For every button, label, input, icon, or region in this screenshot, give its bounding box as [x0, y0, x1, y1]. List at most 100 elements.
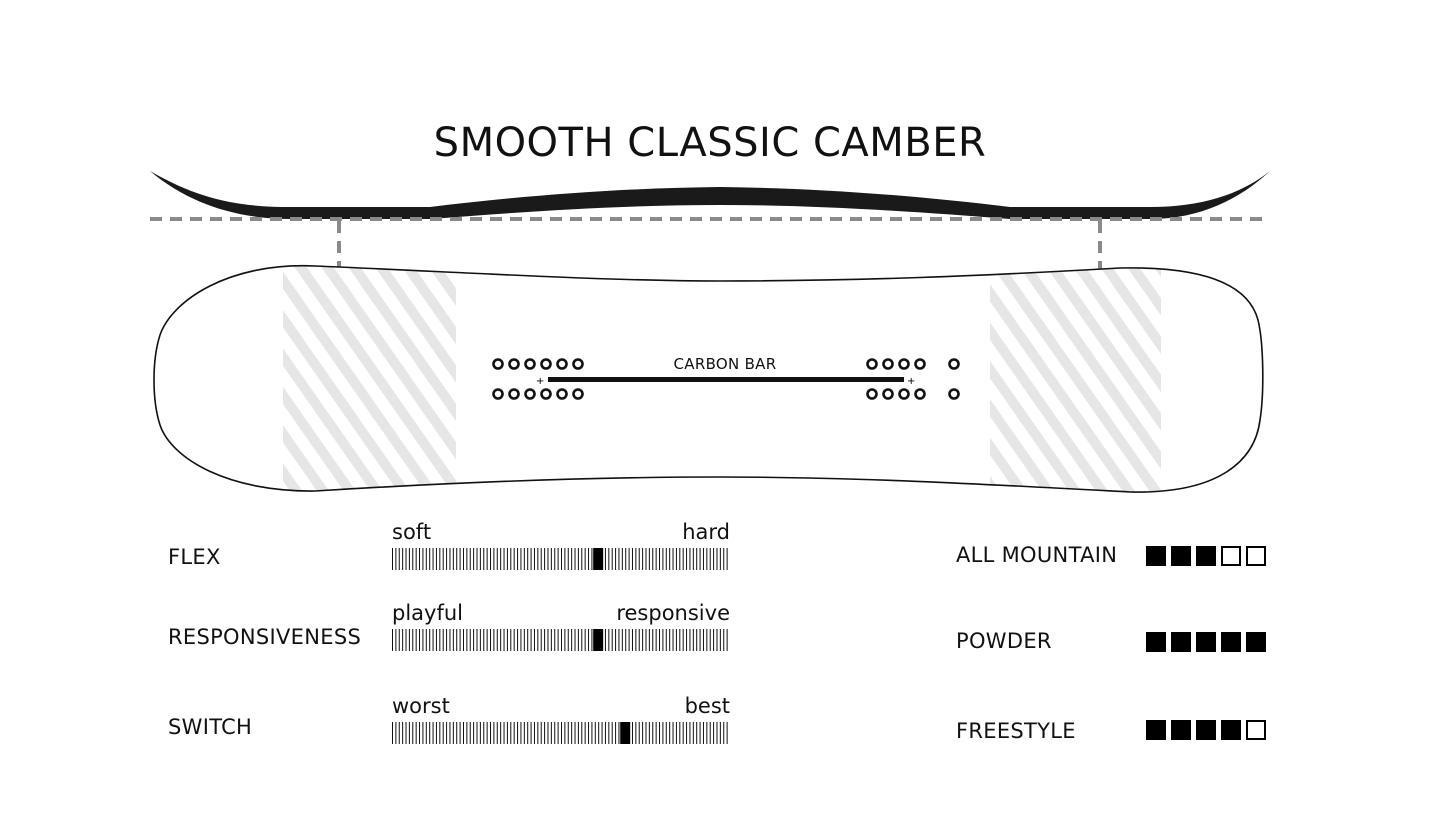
scale-tick	[537, 548, 539, 570]
scale-tick	[648, 548, 650, 570]
scale-tick	[466, 722, 468, 744]
filled-box	[1171, 546, 1191, 566]
scale-tick	[645, 629, 647, 651]
carbon-bar-label: CARBON BAR	[673, 355, 777, 373]
scale-tick	[432, 722, 434, 744]
scale-tick	[574, 548, 576, 570]
scale-tick	[415, 722, 417, 744]
scale-tick	[621, 548, 623, 570]
scale-tick	[496, 629, 498, 651]
filled-box	[1171, 720, 1191, 740]
scale-tick	[638, 629, 640, 651]
insert-hole	[898, 388, 910, 400]
scale-tick	[408, 548, 410, 570]
scale-tick	[689, 629, 691, 651]
scale-tick	[547, 722, 549, 744]
scale-tick	[503, 548, 505, 570]
scale-tick	[557, 548, 559, 570]
scale-tick	[429, 548, 431, 570]
usage-label-powder: POWDER	[956, 629, 1052, 653]
scale-tick	[669, 548, 671, 570]
scale-tick	[699, 629, 701, 651]
filled-box	[1171, 632, 1191, 652]
scale-tick	[459, 722, 461, 744]
scale-tick	[706, 722, 708, 744]
scale-tick	[483, 722, 485, 744]
filled-box	[1146, 720, 1166, 740]
insert-hole	[898, 358, 910, 370]
carbon-bar	[548, 377, 904, 382]
scale-tick	[652, 548, 654, 570]
scale-tick	[574, 722, 576, 744]
empty-box	[1246, 720, 1266, 740]
scale-tick	[557, 722, 559, 744]
scale-tick	[415, 629, 417, 651]
scale-tick	[686, 722, 688, 744]
scale-tick	[604, 548, 606, 570]
scale-tick	[719, 722, 721, 744]
scale-tick	[435, 722, 437, 744]
scale-tick	[665, 548, 667, 570]
scale-tick	[561, 548, 562, 570]
responsiveness-ticks	[392, 629, 728, 651]
scale-tick	[571, 629, 573, 651]
scale-tick	[530, 548, 532, 570]
insert-hole	[572, 388, 584, 400]
scale-tick	[702, 722, 704, 744]
scale-tick	[554, 629, 556, 651]
scale-tick	[550, 629, 552, 651]
scale-tick	[419, 722, 421, 744]
scale-tick	[723, 722, 725, 744]
scale-tick	[473, 629, 475, 651]
scale-tick	[699, 548, 701, 570]
scale-tick	[500, 722, 502, 744]
scale-tick	[533, 629, 535, 651]
camber-profile	[150, 171, 1270, 219]
scale-tick	[642, 629, 644, 651]
freestyle-rating	[1146, 720, 1266, 740]
scale-tick	[689, 722, 691, 744]
binding-inserts	[492, 358, 960, 400]
powder-rating	[1146, 632, 1266, 652]
scale-tick	[584, 629, 586, 651]
scale-tick	[449, 629, 451, 651]
scale-tick	[669, 629, 671, 651]
scale-tick	[655, 722, 657, 744]
scale-tick	[652, 629, 654, 651]
scale-tick	[615, 629, 617, 651]
scale-tick	[419, 548, 421, 570]
switch-scale-high: best	[684, 694, 730, 718]
scale-tick	[713, 722, 715, 744]
scale-tick	[486, 722, 488, 744]
scale-tick	[621, 629, 623, 651]
scale-tick	[726, 548, 728, 570]
scale-tick	[506, 722, 508, 744]
scale-tick	[618, 722, 620, 744]
insert-hole	[540, 388, 552, 400]
scale-tick	[679, 722, 681, 744]
scale-tick	[702, 629, 704, 651]
scale-tick	[723, 548, 725, 570]
scale-marker	[593, 548, 604, 570]
scale-tick	[442, 629, 444, 651]
scale-tick	[682, 722, 684, 744]
scale-tick	[577, 722, 579, 744]
scale-tick	[726, 722, 728, 744]
scale-marker	[593, 629, 604, 651]
scale-tick	[490, 629, 492, 651]
scale-tick	[665, 722, 667, 744]
scale-tick	[476, 629, 478, 651]
scale-tick	[510, 722, 512, 744]
scale-tick	[425, 629, 427, 651]
scale-tick	[557, 629, 559, 651]
scale-tick	[510, 548, 512, 570]
striped-zone-nose	[283, 265, 456, 493]
flex-scale-low: soft	[392, 520, 432, 544]
scale-tick	[500, 548, 502, 570]
scale-tick	[692, 548, 694, 570]
insert-hole	[556, 358, 568, 370]
scale-tick	[425, 722, 427, 744]
scale-tick	[392, 548, 393, 570]
scale-tick	[503, 629, 505, 651]
filled-box	[1196, 632, 1216, 652]
